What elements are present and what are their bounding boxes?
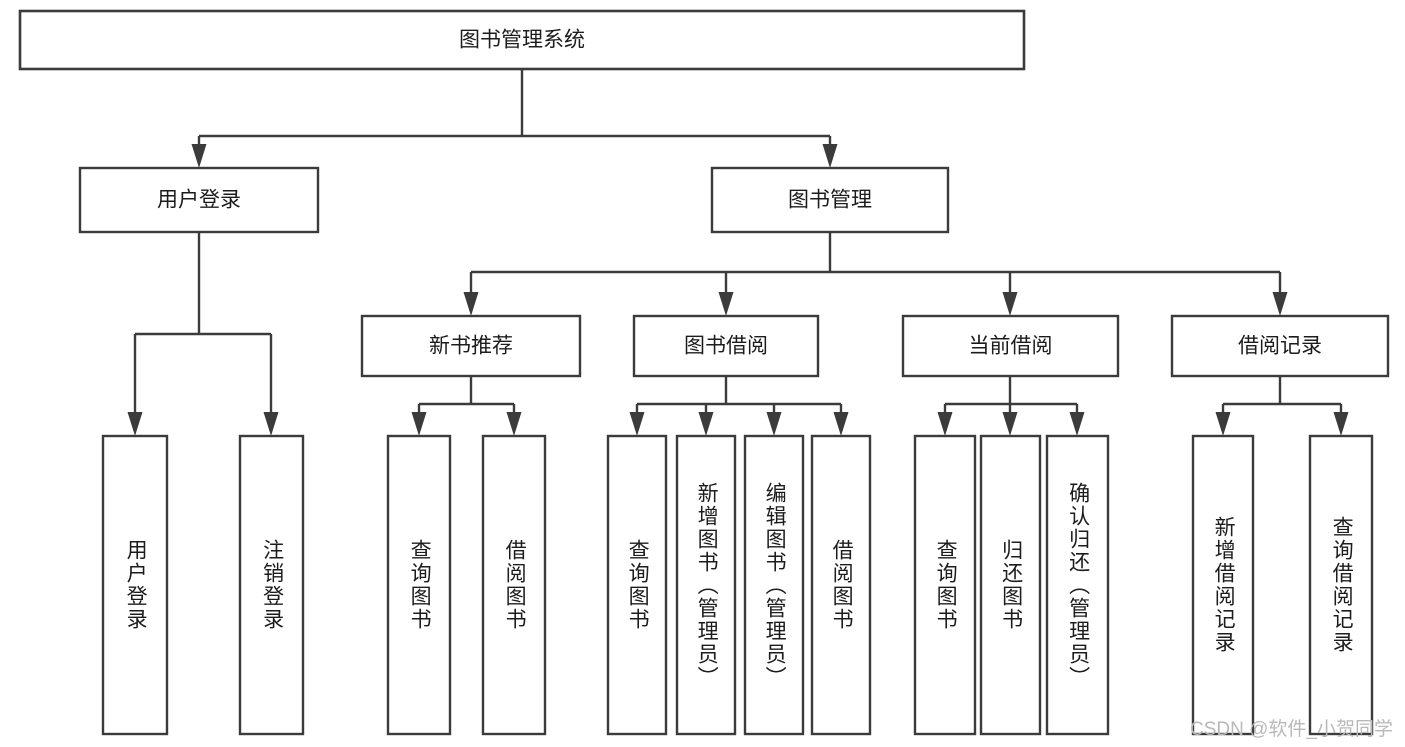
edge-arrowhead	[263, 412, 279, 436]
node-leaf-query-record[interactable]	[1308, 434, 1374, 736]
edge-arrowhead	[1272, 292, 1288, 316]
edge-arrowhead	[718, 292, 734, 316]
node-box	[1308, 434, 1374, 736]
node-box	[1045, 434, 1110, 736]
node-box	[901, 314, 1120, 378]
edge-arrowhead	[698, 412, 714, 436]
node-label: 当前借阅	[969, 335, 1053, 358]
edge-arrowhead	[629, 412, 645, 436]
edge-arrowhead	[127, 412, 143, 436]
node-label: 新书推荐	[429, 335, 513, 358]
node-leaf-confirm-return[interactable]	[1045, 434, 1110, 736]
node-leaf-add-record[interactable]	[1191, 434, 1255, 736]
node-leaf-logout[interactable]	[238, 434, 305, 736]
node-leaf-edit-book[interactable]	[743, 434, 805, 736]
node-label: 图书借阅	[684, 335, 768, 358]
node-new-book-rec[interactable]: 新书推荐	[360, 314, 582, 378]
edge-arrowhead	[411, 412, 427, 436]
node-box	[632, 314, 820, 378]
node-book-manage[interactable]: 图书管理	[710, 166, 950, 234]
edge-arrowhead	[1002, 412, 1018, 436]
node-box	[710, 166, 950, 234]
node-label: 图书管理	[788, 189, 872, 212]
node-box	[1191, 434, 1255, 736]
edge-group-user-login	[127, 232, 279, 436]
node-box	[386, 434, 452, 736]
edge-arrowhead	[937, 412, 953, 436]
edge-arrowhead	[833, 412, 849, 436]
node-box	[913, 434, 977, 736]
node-box	[360, 314, 582, 378]
edge-arrowhead	[1069, 412, 1085, 436]
edge-arrowhead	[463, 292, 479, 316]
node-box	[18, 9, 1026, 71]
node-box	[979, 434, 1042, 736]
node-box	[481, 434, 547, 736]
edge-group-borrow-record	[1215, 376, 1349, 436]
node-box	[78, 166, 320, 234]
node-leaf-query-book-1[interactable]	[386, 434, 452, 736]
node-leaf-add-book[interactable]	[675, 434, 737, 736]
edge-group-current-borrow	[937, 376, 1085, 436]
edge-arrowhead	[1333, 412, 1349, 436]
node-box	[810, 434, 872, 736]
node-leaf-borrow-book-1[interactable]	[481, 434, 547, 736]
edge-group-book-borrow	[629, 376, 849, 436]
node-box	[238, 434, 305, 736]
node-borrow-record[interactable]: 借阅记录	[1170, 314, 1390, 378]
node-box	[675, 434, 737, 736]
node-label: 图书管理系统	[459, 29, 585, 52]
edge-arrowhead	[506, 412, 522, 436]
node-box	[606, 434, 668, 736]
edge-arrowhead	[1002, 292, 1018, 316]
node-leaf-return-book[interactable]	[979, 434, 1042, 736]
node-leaf-borrow-book-2[interactable]	[810, 434, 872, 736]
edge-arrowhead	[766, 412, 782, 436]
node-leaf-user-login[interactable]	[101, 434, 169, 736]
edge-arrowhead	[1215, 412, 1231, 436]
node-box	[101, 434, 169, 736]
node-label: 用户登录	[157, 189, 241, 212]
edge-group-book-manage	[463, 232, 1288, 316]
node-leaf-query-book-2[interactable]	[606, 434, 668, 736]
node-root[interactable]: 图书管理系统	[18, 9, 1026, 71]
edges-layer	[127, 69, 1349, 436]
node-current-borrow[interactable]: 当前借阅	[901, 314, 1120, 378]
edge-group-root	[191, 69, 838, 168]
node-user-login[interactable]: 用户登录	[78, 166, 320, 234]
edge-group-new-book-rec	[411, 376, 522, 436]
edge-arrowhead	[191, 144, 207, 168]
node-leaf-query-book-3[interactable]	[913, 434, 977, 736]
node-box	[743, 434, 805, 736]
edge-arrowhead	[822, 144, 838, 168]
node-label: 借阅记录	[1238, 335, 1322, 358]
node-book-borrow[interactable]: 图书借阅	[632, 314, 820, 378]
node-box	[1170, 314, 1390, 378]
